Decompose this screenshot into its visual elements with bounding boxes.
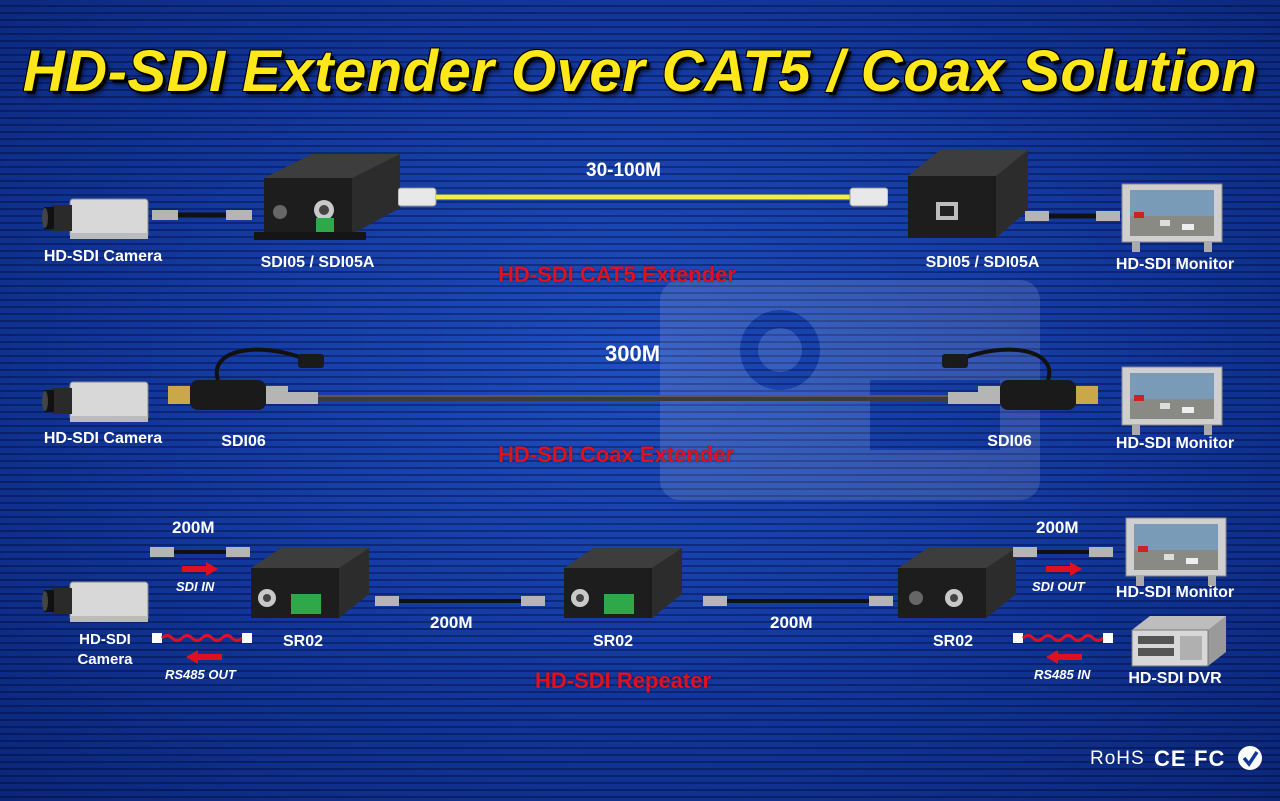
- dvr-icon: [1131, 616, 1226, 667]
- bnc-cable-row3-right: [1013, 547, 1113, 557]
- cat5-cable: [398, 187, 888, 207]
- c-tick-icon: [1238, 746, 1262, 770]
- page-title: HD-SDI Extender Over CAT5 / Coax Solutio…: [22, 39, 1258, 104]
- repeater-icon-2: [564, 548, 682, 618]
- row1-right-device-label: SDI05 / SDI05A: [925, 254, 1040, 271]
- row2-monitor-label: HD-SDI Monitor: [1115, 435, 1235, 452]
- row3-sdi-out-label: SDI OUT: [1032, 579, 1085, 594]
- row3-device3-label: SR02: [932, 633, 974, 650]
- bnc-cable-right: [1025, 211, 1120, 221]
- coax-cable: [288, 392, 978, 404]
- bnc-cable-row3-left: [150, 547, 250, 557]
- row1-monitor-label: HD-SDI Monitor: [1115, 256, 1235, 273]
- rj45-plug-icon: [908, 150, 1028, 238]
- row3-section-title: HD-SDI Repeater: [535, 668, 712, 693]
- row3-device1-label: SR02: [282, 633, 324, 650]
- row3-camera-label-line1: HD-SDI: [79, 631, 131, 648]
- row1-distance-label: 30-100M: [586, 160, 661, 181]
- monitor-icon: [1121, 183, 1223, 252]
- bnc-connector-icon: [152, 210, 252, 220]
- row1-section-title: HD-SDI CAT5 Extender: [498, 262, 736, 287]
- row2-section-title: HD-SDI Coax Extender: [498, 442, 734, 467]
- row1-camera-label: HD-SDI Camera: [43, 248, 163, 265]
- row3-device2-label: SR02: [592, 633, 634, 650]
- camera-icon-row2: [42, 381, 149, 422]
- balun-icon: [168, 347, 324, 410]
- bnc-cable-mid1: [375, 596, 545, 606]
- fc-logo: FC: [1194, 746, 1226, 771]
- rs485-cable-right: [1013, 633, 1113, 643]
- balun-icon-right: [942, 347, 1098, 410]
- row3-left-distance: 200M: [172, 518, 215, 537]
- arrow-right-icon: [182, 562, 218, 576]
- monitor-icon-row2: [1121, 366, 1223, 435]
- rs485-cable-left: [152, 633, 252, 643]
- monitor-icon-row3: [1125, 517, 1227, 586]
- row3-monitor-label: HD-SDI Monitor: [1115, 584, 1235, 601]
- ce-logo: CE: [1154, 746, 1187, 771]
- row3-mid-distance2: 200M: [770, 613, 813, 632]
- row3-dvr-label: HD-SDI DVR: [1128, 670, 1222, 687]
- arrow-left-icon-2: [1046, 650, 1082, 664]
- repeater-icon: [251, 548, 369, 618]
- row2-right-device-label: SDI06: [987, 433, 1032, 450]
- row3-mid-distance1: 200M: [430, 613, 473, 632]
- repeater-icon-3: [898, 548, 1016, 618]
- certification-logos: RoHS CE FC: [1090, 744, 1265, 774]
- row2-distance-label: 300M: [605, 341, 661, 366]
- camera-icon: [42, 198, 149, 239]
- row2-camera-label: HD-SDI Camera: [43, 430, 163, 447]
- row2-left-device-label: SDI06: [221, 433, 266, 450]
- sdi-extender-icon: [254, 154, 400, 240]
- row3-rs485-in-label: RS485 IN: [1034, 667, 1091, 682]
- camera-icon-row3: [42, 581, 149, 622]
- watermark-device-illustration: [660, 280, 1040, 500]
- row1-left-device-label: SDI05 / SDI05A: [260, 254, 375, 271]
- bnc-cable-mid2: [703, 596, 893, 606]
- row3-camera-label-line2: Camera: [77, 651, 133, 668]
- row3-right-distance: 200M: [1036, 518, 1079, 537]
- row3-sdi-in-label: SDI IN: [176, 579, 215, 594]
- row3-rs485-out-label: RS485 OUT: [165, 667, 236, 682]
- arrow-left-icon: [186, 650, 222, 664]
- arrow-right-icon-2: [1046, 562, 1082, 576]
- rohs-logo: RoHS: [1090, 748, 1145, 769]
